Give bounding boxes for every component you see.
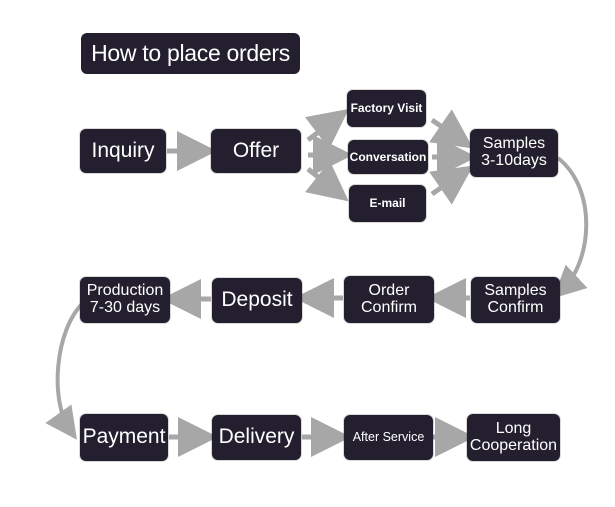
page-title: How to place orders: [81, 33, 300, 74]
step-deposit: Deposit: [212, 278, 302, 323]
arrow-offer-to-factory-visit: [304, 108, 349, 150]
arrow-offer-to-email: [304, 160, 349, 202]
arrow-factory-visit-to-samples: [429, 109, 474, 149]
step-samples-confirm: Samples Confirm: [471, 277, 560, 323]
step-email: E-mail: [349, 185, 426, 222]
step-samples: Samples 3-10days: [470, 129, 558, 177]
arrow-samples-to-samples-confirm: [553, 156, 589, 299]
step-factory-visit: Factory Visit: [347, 90, 426, 127]
step-conversation: Conversation: [348, 140, 428, 174]
step-offer: Offer: [211, 129, 301, 173]
step-after-service: After Service: [344, 415, 433, 460]
step-payment: Payment: [80, 414, 168, 461]
arrow-email-to-samples: [429, 165, 474, 205]
step-long-cooperation: Long Cooperation: [467, 414, 560, 461]
step-delivery: Delivery: [212, 415, 301, 460]
arrow-production-to-payment: [45, 300, 86, 440]
step-order-confirm: Order Confirm: [344, 276, 434, 323]
step-production: Production 7-30 days: [80, 277, 170, 323]
step-inquiry: Inquiry: [80, 129, 166, 173]
